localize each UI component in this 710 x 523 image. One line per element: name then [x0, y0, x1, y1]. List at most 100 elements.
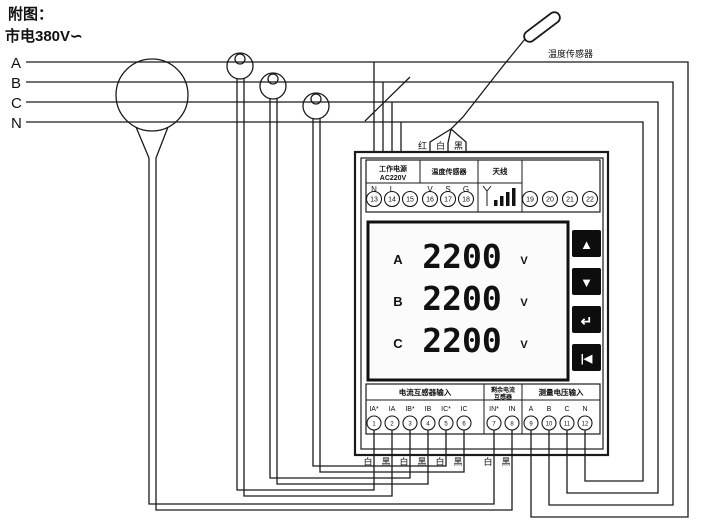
pin-ib-star: IB* — [405, 406, 415, 413]
temp-wire-label-black: 黑 — [454, 141, 463, 151]
antenna-flare-left — [482, 185, 488, 192]
residual-ct-lead-black — [155, 158, 513, 511]
residual-current-transformer — [115, 58, 513, 511]
terminal-10-number: 10 — [546, 422, 553, 428]
temp-wire-label-red: 红 — [418, 140, 427, 151]
lcd-row-c-phase: C — [393, 336, 403, 351]
wire-label-white-1: 白 — [363, 456, 372, 467]
terminal-18-number: 18 — [462, 197, 470, 204]
temp-wire-white — [447, 128, 452, 152]
terminal-1-number: 1 — [372, 422, 376, 428]
residual-ct-lead-white — [148, 158, 495, 505]
ct-a-window — [234, 53, 246, 65]
bottom-terminal-strip: 电流互感器输入 剩余电流 互感器 测量电压输入 IA* IA IB* IB IC… — [365, 383, 601, 435]
pin-volt-n: N — [582, 406, 587, 413]
button-back-bg[interactable] — [572, 344, 601, 371]
meter-inner-frame — [360, 157, 604, 450]
temp-wire-label-white: 白 — [436, 140, 445, 151]
ct-c-ring — [302, 92, 330, 120]
terminal-9-number: 9 — [529, 422, 533, 428]
pin-ia: IA — [389, 406, 396, 413]
button-down-bg[interactable] — [572, 268, 601, 295]
terminal-9 — [523, 415, 539, 431]
terminal-3-number: 3 — [408, 422, 412, 428]
terminal-4-number: 4 — [426, 422, 430, 428]
phase-a-wire — [26, 61, 689, 518]
signal-bar-1 — [494, 200, 498, 206]
pin-ia-star: IA* — [369, 406, 379, 413]
top-strip-box — [365, 159, 601, 213]
lcd-row-b-unit: V — [520, 297, 528, 309]
terminal-14 — [383, 190, 401, 208]
pin-in-star: IN* — [489, 406, 499, 413]
pin-l: L — [390, 185, 395, 194]
residual-group-label-2: 互感器 — [494, 393, 513, 401]
terminal-22 — [581, 190, 599, 208]
button-back[interactable]: |◀ — [572, 344, 601, 371]
temp-wire-red — [429, 128, 452, 152]
terminal-19 — [521, 190, 539, 208]
phase-b-wire — [26, 81, 674, 506]
terminal-20-number: 20 — [546, 197, 554, 204]
pin-s: S — [445, 185, 450, 194]
pin-volt-b: B — [547, 406, 552, 413]
mains-label: 市电380V∽ — [5, 27, 83, 45]
temp-sensor-label: 温度传感器 — [548, 48, 593, 59]
enter-icon: ↵ — [581, 313, 593, 329]
ct-b-lead-black — [276, 98, 429, 485]
wire-label-black-3: 黑 — [453, 457, 462, 467]
terminal-12 — [577, 415, 593, 431]
terminal-8 — [504, 415, 520, 431]
terminal-2-number: 2 — [390, 422, 394, 428]
terminal-19-number: 19 — [526, 197, 534, 204]
wire-label-black-2: 黑 — [417, 457, 426, 467]
phase-c-wire — [26, 101, 659, 494]
figure-title: 附图： — [8, 5, 53, 23]
power-group-label: 工作电源 — [379, 164, 407, 173]
button-up-bg[interactable] — [572, 230, 601, 257]
meter: 工作电源 AC220V 温度传感器 天线 N L V S G 13 — [353, 150, 610, 457]
top-terminals: 13 14 15 16 17 18 19 20 21 22 — [365, 190, 599, 208]
wire-label-black-1: 黑 — [381, 457, 390, 467]
terminal-2 — [384, 415, 400, 431]
terminal-13 — [365, 190, 383, 208]
phase-label-a: A — [11, 55, 21, 72]
terminal-16 — [421, 190, 439, 208]
lcd-display: A 2200 V B 2200 V C 2200 V — [366, 220, 570, 382]
ct-a-ring — [226, 52, 254, 80]
bottom-wire-labels: 白 黑 白 黑 白 黑 白 黑 — [363, 456, 510, 467]
lcd-row-b-phase: B — [393, 294, 402, 309]
pin-volt-c: C — [564, 406, 569, 413]
temperature-probe — [523, 11, 561, 43]
back-icon: |◀ — [581, 353, 593, 365]
antenna-signal-icon — [482, 185, 516, 206]
antenna-flare-right — [486, 185, 492, 192]
temp-wire-black — [450, 128, 467, 152]
button-down[interactable]: ▼ — [572, 268, 601, 295]
terminal-3 — [402, 415, 418, 431]
terminal-7-number: 7 — [492, 422, 496, 428]
ct-phase-a — [226, 52, 393, 497]
lcd-row-a-unit: V — [520, 255, 528, 267]
terminal-16-number: 16 — [426, 197, 434, 204]
phase-label-b: B — [11, 75, 21, 92]
button-enter[interactable]: ↵ — [572, 306, 601, 333]
top-terminal-strip: 工作电源 AC220V 温度传感器 天线 N L V S G 13 — [365, 159, 601, 213]
signal-bar-4 — [512, 188, 516, 206]
residual-group-label-1: 剩余电流 — [491, 386, 515, 394]
pin-n: N — [371, 185, 377, 194]
temp-cable — [450, 38, 526, 130]
down-arrow-icon: ▼ — [580, 275, 593, 290]
up-arrow-icon: ▲ — [580, 237, 593, 252]
phase-label-n: N — [11, 115, 22, 132]
bundle-slash — [364, 76, 411, 122]
terminal-21-number: 21 — [566, 197, 574, 204]
lcd-panel — [366, 220, 570, 382]
ct-c-window — [310, 93, 322, 105]
ct-c-lead-white — [312, 118, 447, 467]
button-up[interactable]: ▲ — [572, 230, 601, 257]
terminal-5 — [438, 415, 454, 431]
button-enter-bg[interactable] — [572, 306, 601, 333]
